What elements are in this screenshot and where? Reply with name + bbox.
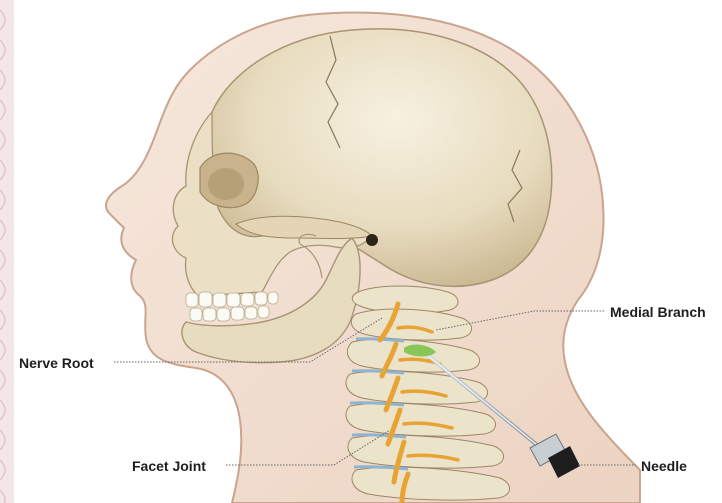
orbit-shadow <box>208 168 244 200</box>
facet-joint-label: Facet Joint <box>132 458 206 474</box>
medial-branch-label: Medial Branch <box>610 304 706 320</box>
nerve-root-label: Nerve Root <box>19 355 94 371</box>
decorative-border <box>0 0 14 503</box>
ear-canal <box>366 234 378 246</box>
needle-label: Needle <box>641 458 687 474</box>
